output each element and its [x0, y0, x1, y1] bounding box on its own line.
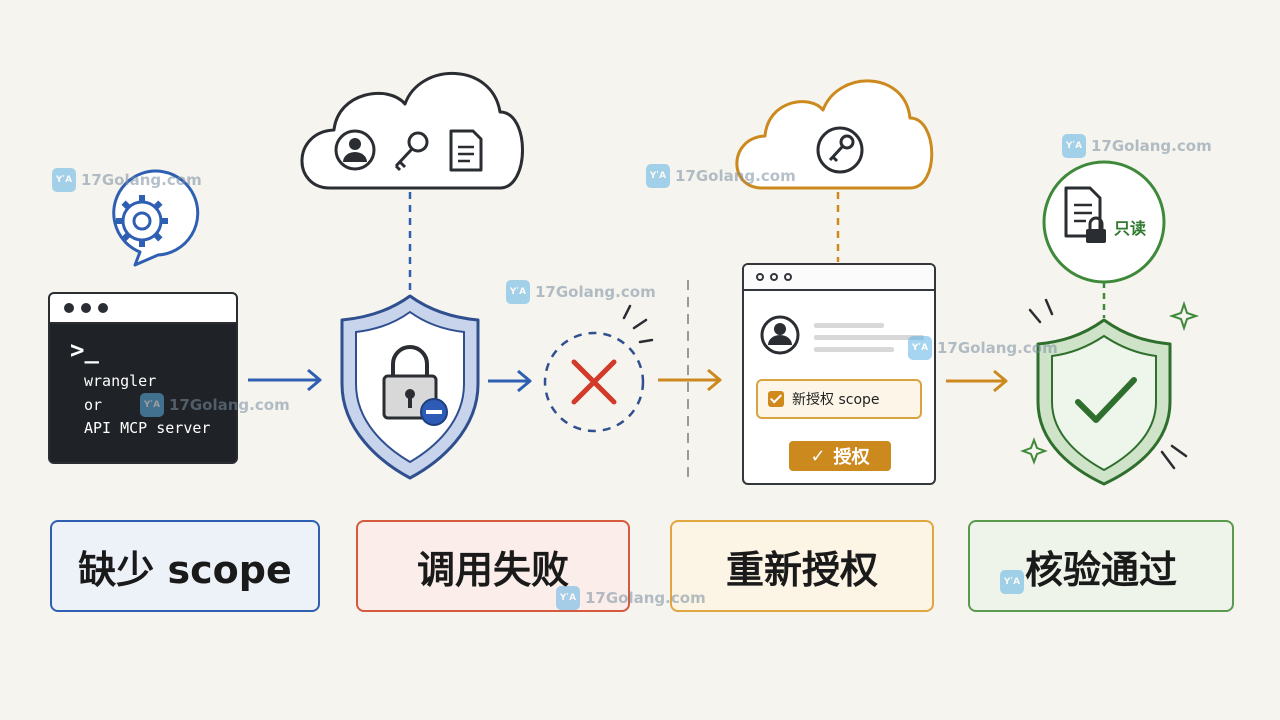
terminal-line: wrangler [84, 372, 157, 390]
scope-checkbox[interactable] [768, 391, 784, 407]
settings-bubble [112, 169, 200, 267]
scope-label: 新授权 scope [792, 392, 880, 408]
watermark-text: 17Golang.com [169, 395, 290, 414]
terminal-titlebar [50, 294, 236, 324]
watermark-logo-icon: YʹA [908, 336, 932, 360]
watermark-text: 17Golang.com [675, 166, 796, 185]
window-dot [64, 303, 74, 313]
watermark-text: 17Golang.com [535, 282, 656, 301]
watermark: YʹA 17Golang.com [52, 168, 202, 192]
browser-titlebar [744, 265, 934, 291]
authorize-button-label: 授权 [833, 447, 870, 468]
watermark: YʹA 17Golang.com [140, 393, 290, 417]
watermark: YʹA 17Golang.com [646, 164, 796, 188]
window-dot [770, 273, 778, 281]
watermark-logo-icon: YʹA [1000, 570, 1024, 594]
key-icon [816, 126, 864, 174]
terminal-window: >_ wrangler or API MCP server [48, 292, 238, 464]
terminal-line: or [84, 396, 103, 414]
sparkle-icon [1020, 437, 1048, 465]
window-dot [784, 273, 792, 281]
watermark-logo-icon: YʹA [140, 393, 164, 417]
gear-icon [116, 195, 168, 247]
watermark: YʹA [1000, 570, 1024, 594]
avatar-icon [760, 315, 800, 355]
step-label-verified: 核验通过 [968, 520, 1234, 612]
watermark-logo-icon: YʹA [506, 280, 530, 304]
arrow-2 [488, 369, 532, 393]
watermark-text: 17Golang.com [937, 338, 1058, 357]
watermark-logo-icon: YʹA [646, 164, 670, 188]
readonly-badge [1042, 160, 1166, 284]
cloud-key [735, 79, 934, 190]
watermark-logo-icon: YʹA [52, 168, 76, 192]
arrow-1 [248, 368, 322, 392]
arrow-4 [946, 369, 1008, 393]
terminal-prompt: >_ [70, 336, 99, 364]
watermark-logo-icon: YʹA [556, 586, 580, 610]
locked-document-icon [1064, 186, 1106, 243]
watermark: YʹA 17Golang.com [1062, 134, 1212, 158]
watermark: YʹA 17Golang.com [506, 280, 656, 304]
failure-x-icon [543, 304, 654, 433]
window-dot [98, 303, 108, 313]
shield-check [1020, 298, 1200, 486]
check-icon: ✓ [810, 445, 826, 467]
step-label-reauthorize: 重新授权 [670, 520, 934, 612]
readonly-label: 只读 [1114, 219, 1147, 238]
authorize-button[interactable]: ✓ 授权 [789, 441, 891, 471]
watermark-text: 17Golang.com [1091, 136, 1212, 155]
minus-badge-icon [420, 398, 448, 426]
checkmark-icon [1075, 377, 1137, 423]
document-icon [449, 129, 483, 172]
watermark-logo-icon: YʹA [1062, 134, 1086, 158]
step-label-call-failed: 调用失败 [356, 520, 630, 612]
shield-lock [340, 294, 480, 480]
step-label-missing-scope: 缺少 scope [50, 520, 320, 612]
window-dot [81, 303, 91, 313]
arrow-3 [658, 368, 722, 392]
user-icon [334, 129, 376, 171]
key-icon [394, 131, 429, 172]
watermark: YʹA 17Golang.com [908, 336, 1058, 360]
profile-block [760, 315, 924, 355]
watermark-text: 17Golang.com [585, 588, 706, 607]
scope-checkbox-row[interactable]: 新授权 scope [756, 379, 922, 419]
watermark: YʹA 17Golang.com [556, 586, 706, 610]
authorization-window: 新授权 scope ✓ 授权 [742, 263, 936, 485]
terminal-line: API MCP server [84, 419, 211, 437]
cloud-identity [300, 71, 524, 190]
watermark-text: 17Golang.com [81, 170, 202, 189]
window-dot [756, 273, 764, 281]
sparkle-icon [1168, 300, 1200, 332]
